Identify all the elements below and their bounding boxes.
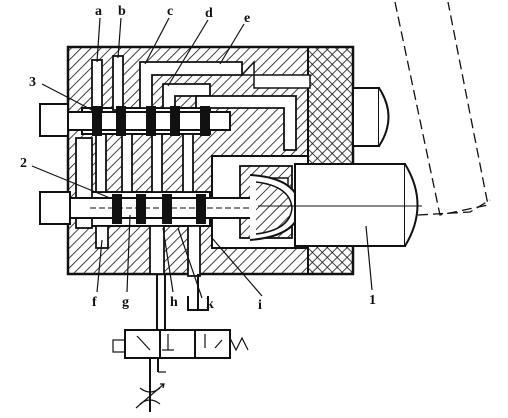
upper-spool xyxy=(39,103,231,137)
label-c: c xyxy=(167,4,173,19)
hydraulic-lines xyxy=(112,274,249,412)
label-e: e xyxy=(244,11,250,26)
label-2: 2 xyxy=(20,156,27,171)
label-3: 3 xyxy=(29,75,36,90)
label-k: k xyxy=(206,297,214,312)
label-i: i xyxy=(258,298,262,313)
label-f: f xyxy=(92,295,97,310)
label-h: h xyxy=(170,295,178,310)
workpiece-outline xyxy=(394,1,491,216)
label-b: b xyxy=(118,4,126,19)
label-1: 1 xyxy=(369,293,376,308)
leader-lines xyxy=(31,17,373,299)
label-a: a xyxy=(95,4,102,19)
upper-plunger xyxy=(352,87,390,147)
label-d: d xyxy=(205,6,213,21)
label-g: g xyxy=(122,295,129,310)
piston-1 xyxy=(249,163,422,247)
callout-labels: a b c d e 3 2 f g h k i 1 xyxy=(20,4,376,313)
